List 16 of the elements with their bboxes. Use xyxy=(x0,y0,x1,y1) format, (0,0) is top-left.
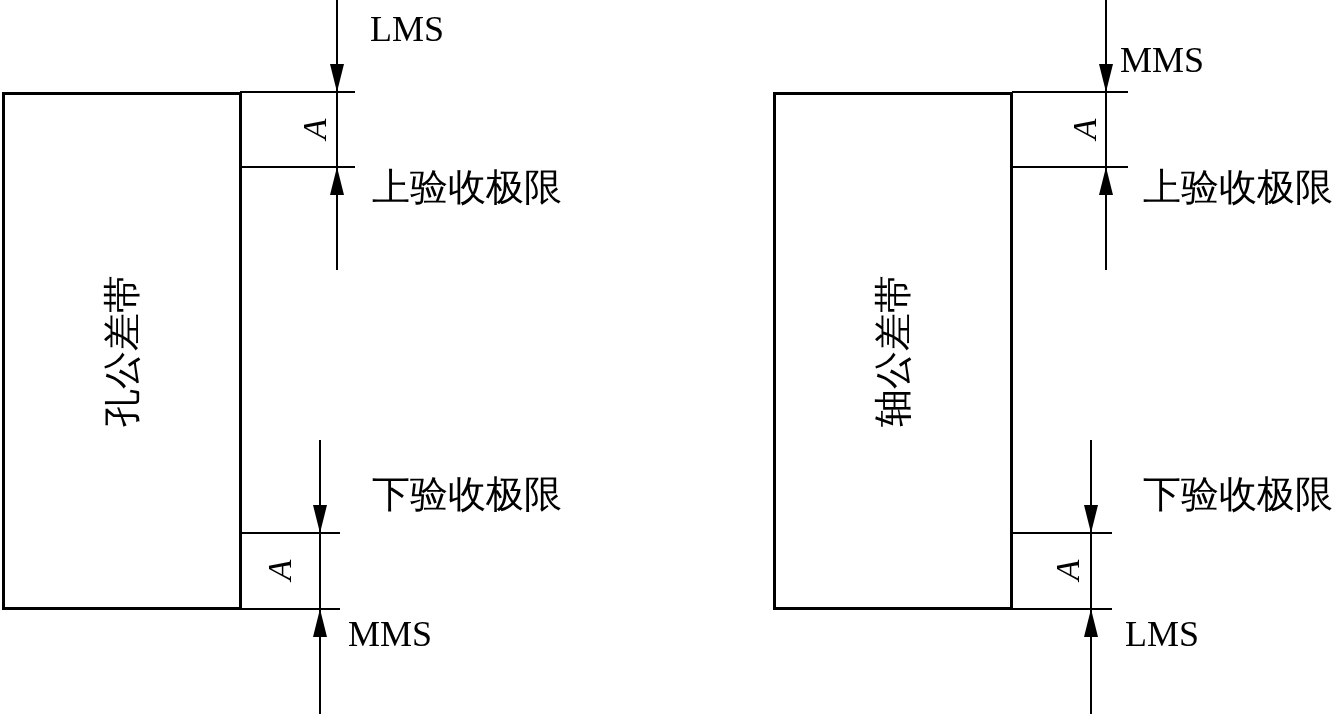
dimension-label: 上验收极限 xyxy=(1143,168,1333,206)
dimension-symbol: A xyxy=(1068,118,1103,140)
dimension-label: MMS xyxy=(348,616,433,652)
dimension-symbol: A xyxy=(263,559,298,581)
dimension-label: LMS xyxy=(370,11,445,47)
dimension-label: 下验收极限 xyxy=(372,475,562,513)
dimension-symbol: A xyxy=(1051,559,1086,581)
dimension-label: 下验收极限 xyxy=(1143,475,1333,513)
zone-label: 轴公差带 xyxy=(874,275,912,427)
tolerance-zone-box xyxy=(2,92,242,610)
dimension-label: MMS xyxy=(1120,42,1205,78)
dimension-label: 上验收极限 xyxy=(372,168,562,206)
dimension-label: LMS xyxy=(1125,616,1200,652)
zone-label: 孔公差带 xyxy=(103,275,141,427)
dimension-symbol: A xyxy=(298,118,333,140)
tolerance-zone-box xyxy=(773,92,1013,610)
